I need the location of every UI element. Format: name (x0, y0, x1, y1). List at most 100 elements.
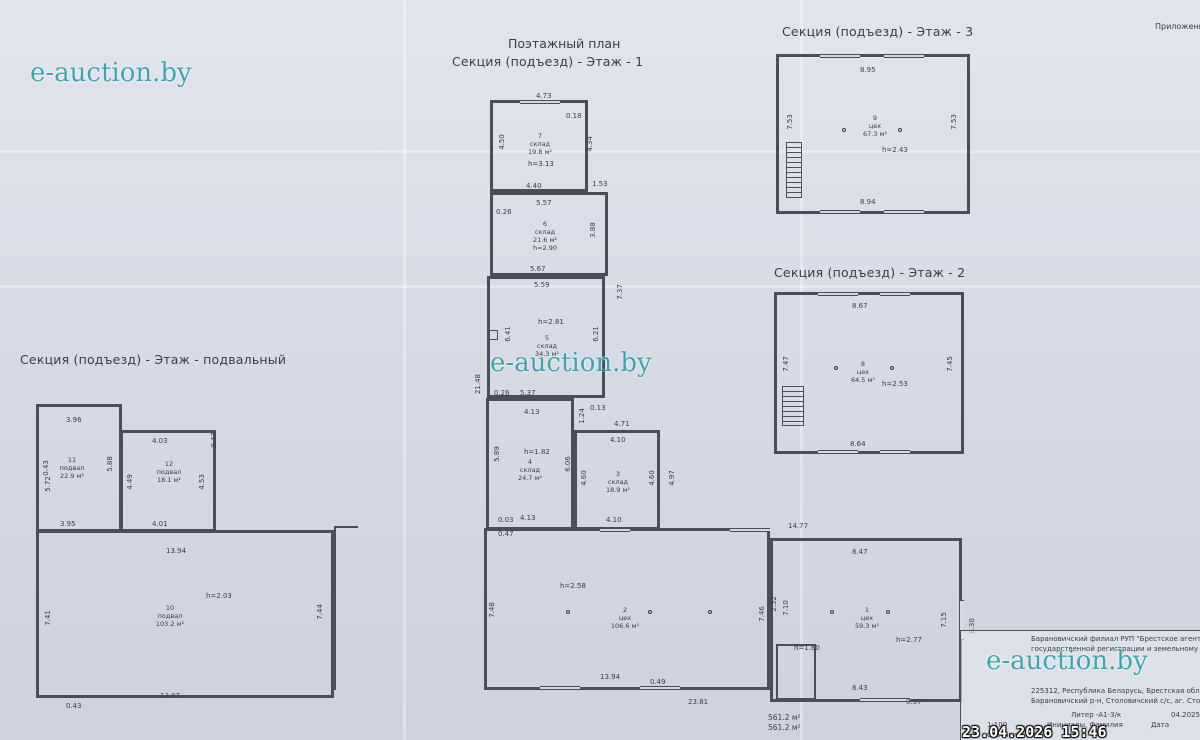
dim-label: 4.34 (585, 136, 594, 152)
room-9-height: h=2.43 (882, 146, 908, 154)
window (540, 686, 580, 690)
column-marker (886, 610, 890, 614)
dim-label: 7.37 (615, 284, 624, 300)
dim-label: 4.50 (497, 134, 506, 150)
dim-label: 5.72 (43, 476, 52, 492)
room-8-walls (774, 292, 964, 454)
window (600, 528, 630, 532)
watermark: e-auction.by (986, 646, 1148, 676)
column-marker (830, 610, 834, 614)
total-area: 561.2 м² (768, 723, 801, 732)
column-marker (708, 610, 712, 614)
dim-label: 5.37 (520, 389, 536, 397)
dim-label: 4.10 (610, 436, 626, 444)
section-title-basement: Секция (подъезд) - Этаж - подвальный (20, 352, 287, 367)
dim-label: 3.95 (60, 520, 76, 528)
stairs-icon (782, 386, 804, 426)
dim-label: 13.87 (160, 692, 181, 700)
window (520, 100, 560, 104)
room-5-height: h=2.81 (538, 318, 564, 326)
dim-label: 8.64 (850, 440, 866, 448)
dim-label: 21.48 (474, 373, 483, 395)
column-marker (834, 366, 838, 370)
dim-label: 7.44 (315, 604, 324, 620)
dim-label: 13.94 (600, 673, 621, 681)
title-block: Барановичский филиал РУП "Брестское аген… (960, 630, 1200, 740)
dim-label: 5.59 (534, 281, 550, 289)
stamp-line: 225312, Республика Беларусь, Брестская о… (1031, 687, 1200, 695)
dim-label: 6.41 (503, 326, 512, 342)
dim-label: 7.47 (781, 356, 790, 372)
dim-label: 5.67 (530, 265, 546, 273)
stairs-icon (786, 142, 802, 198)
dim-label: 8.94 (860, 198, 876, 206)
dim-label: 3.96 (66, 416, 82, 424)
dim-label: 0.43 (66, 702, 82, 710)
watermark: e-auction.by (490, 348, 652, 378)
paper-fold (0, 285, 1200, 288)
paper-fold (403, 0, 406, 740)
dim-label: 0.13 (590, 404, 606, 412)
dim-label: 23.81 (688, 698, 709, 706)
dim-label: 0.03 (498, 516, 514, 524)
window (818, 292, 858, 296)
window (884, 210, 924, 214)
dim-label: 7.48 (487, 602, 496, 618)
column-marker (648, 610, 652, 614)
dim-label: 4.97 (667, 470, 676, 486)
dim-label: 4.49 (125, 474, 134, 490)
window (640, 686, 680, 690)
stamp-line: Барановичский филиал РУП "Брестское аген… (1031, 635, 1200, 643)
room-6-walls (490, 192, 608, 276)
dim-label: 0.43 (41, 460, 50, 476)
window (818, 450, 858, 454)
column-marker (566, 610, 570, 614)
dim-label: 6.21 (591, 326, 600, 342)
dim-label: 3.88 (588, 222, 597, 238)
dim-label: 7.45 (945, 356, 954, 372)
dim-label: 0.47 (498, 530, 514, 538)
dim-label: 4.13 (524, 408, 540, 416)
dim-label: 14.77 (788, 522, 809, 530)
room-10-height: h=2.03 (206, 592, 232, 600)
window (820, 210, 860, 214)
room-10-walls (36, 530, 334, 698)
dim-label: 1.24 (577, 408, 586, 424)
section-title-floor3: Секция (подъезд) - Этаж - 3 (782, 24, 974, 39)
window (880, 450, 910, 454)
column-marker (842, 128, 846, 132)
dim-label: 4.53 (197, 474, 206, 490)
dim-label: 4.01 (152, 520, 168, 528)
dim-label: 4.73 (536, 92, 552, 100)
stamp-date-header: Дата (1151, 721, 1170, 729)
stamp-scale: 1:100 (987, 721, 1008, 729)
stamp-year: 04.2025 (1171, 711, 1200, 719)
dim-label: 7.41 (43, 610, 52, 626)
dim-label: 4.40 (526, 182, 542, 190)
dim-label: 0.26 (496, 208, 512, 216)
dim-label: 5.89 (492, 446, 501, 462)
dim-label: 1.53 (592, 180, 608, 188)
dim-label: 7.53 (949, 114, 958, 130)
watermark: e-auction.by (30, 58, 192, 88)
column (488, 330, 498, 340)
stair-block (776, 644, 816, 700)
window (880, 292, 910, 296)
room-1-height: h=2.77 (896, 636, 922, 644)
dim-label: 4.13 (520, 514, 536, 522)
dim-label: 0.57 (906, 698, 922, 706)
section-title-floor2: Секция (подъезд) - Этаж - 2 (774, 265, 966, 280)
window (860, 698, 910, 702)
dim-label: 2.52 (769, 596, 778, 612)
dim-label: 0.18 (566, 112, 582, 120)
total-area: 561.2 м² (768, 713, 801, 722)
stamp-line: Литер -А1-3/к (1071, 711, 1122, 719)
